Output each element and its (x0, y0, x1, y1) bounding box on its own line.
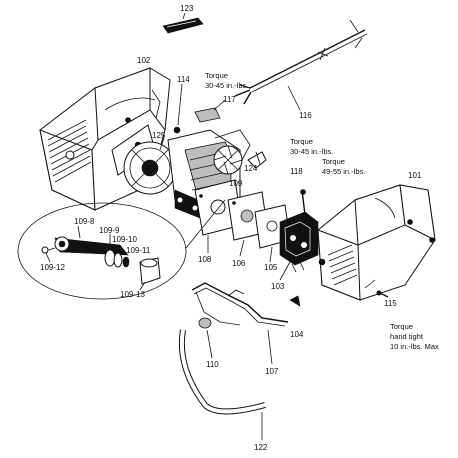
label-116: 116 (299, 111, 312, 120)
part-101-right-shroud (317, 184, 436, 301)
label-109-8: 109-8 (74, 217, 95, 226)
part-116-power-cord (234, 19, 368, 111)
part-104-clip (289, 295, 301, 307)
part-110-fitting (198, 317, 213, 359)
label-122: 122 (254, 443, 268, 452)
torque-note-b: Torque 30-45 in.-lbs. (290, 137, 333, 156)
label-114: 114 (177, 75, 190, 84)
part-109-10-ring (113, 252, 123, 268)
label-101: 101 (408, 171, 422, 180)
label-123: 123 (180, 4, 194, 13)
torque-note-d-line1: Torque (390, 322, 413, 331)
part-109-12-pin (41, 246, 56, 263)
label-109: 109 (229, 179, 243, 188)
torque-note-d-line2: hand tight (390, 332, 424, 341)
cooling-fan (213, 145, 243, 175)
part-124-clip (247, 151, 267, 169)
part-labels: 123 102 114 117 116 125 124 109 118 101 … (40, 4, 422, 452)
torque-note-a-line1: Torque (205, 71, 228, 80)
part-109-13-cylinder (139, 257, 161, 291)
torque-note-c-line2: 49-55 in.-lbs. (322, 167, 365, 176)
label-103: 103 (271, 282, 285, 291)
torque-note-b-line1: Torque (290, 137, 313, 146)
part-123-handle-grip (162, 12, 204, 34)
torque-note-a: Torque 30-45 in.-lbs. (205, 71, 248, 90)
label-109-10: 109-10 (112, 235, 137, 244)
torque-note-b-line2: 30-45 in.-lbs. (290, 147, 333, 156)
label-102: 102 (137, 56, 151, 65)
detail-oval-109 (17, 199, 226, 300)
torque-note-c-line1: Torque (322, 157, 345, 166)
torque-note-d-line3: 10 in.-lbs. Max (390, 342, 439, 351)
label-118: 118 (290, 167, 303, 176)
torque-note-a-line2: 30-45 in.-lbs. (205, 81, 248, 90)
torque-note-c: Torque 49-55 in.-lbs. (322, 157, 365, 176)
label-110: 110 (206, 360, 219, 369)
label-109-12: 109-12 (40, 263, 65, 272)
label-104: 104 (290, 330, 304, 339)
torque-note-d: Torque hand tight 10 in.-lbs. Max (390, 322, 439, 351)
label-109-11: 109-11 (126, 246, 151, 255)
part-114-screw (173, 83, 183, 134)
part-103-cylinder-head (279, 211, 319, 281)
label-109-9: 109-9 (99, 226, 120, 235)
part-117-pad (194, 99, 226, 123)
part-107-tube (191, 282, 289, 365)
part-115-screw (376, 290, 389, 298)
label-117: 117 (223, 95, 236, 104)
part-118-fitting (300, 189, 306, 216)
label-105: 105 (264, 263, 278, 272)
shroud-vent-slots-right (327, 244, 358, 286)
part-122-hose (178, 329, 266, 440)
label-107: 107 (265, 367, 279, 376)
label-108: 108 (198, 255, 212, 264)
label-125: 125 (152, 131, 166, 140)
label-106: 106 (232, 259, 246, 268)
part-109-11-ring (122, 256, 130, 268)
label-124: 124 (244, 164, 258, 173)
label-109-13: 109-13 (120, 290, 145, 299)
label-115: 115 (384, 299, 397, 308)
